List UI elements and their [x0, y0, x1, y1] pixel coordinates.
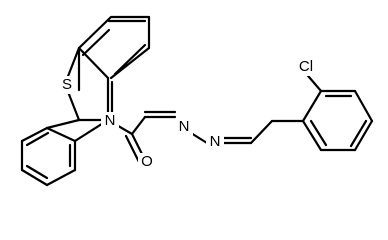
ring-nitrogen-label: N [105, 112, 116, 129]
chlorine-label-bg [292, 58, 320, 76]
nitrogen-1-label-bg [175, 118, 193, 136]
phenothiazine-core [20, 46, 114, 187]
sulfur-label-bg [58, 76, 76, 94]
nitrogen-2-label-bg [206, 133, 224, 151]
ring-nitrogen-label-bg [101, 112, 119, 130]
chlorobenzene-ring [270, 68, 374, 152]
molecule-diagram: S N O N N Cl [20, 15, 374, 187]
sulfur-label: S [62, 76, 72, 93]
chemical-structure-canvas: S N O N N Cl [20, 15, 374, 187]
chlorine-label: Cl [299, 58, 313, 75]
nitrogen-2-label: N [210, 133, 221, 150]
top-benzene-ring [77, 15, 151, 92]
oxygen-label-bg [138, 153, 156, 171]
nitrogen-1-label: N [179, 118, 190, 135]
oxygen-label: O [141, 153, 153, 170]
